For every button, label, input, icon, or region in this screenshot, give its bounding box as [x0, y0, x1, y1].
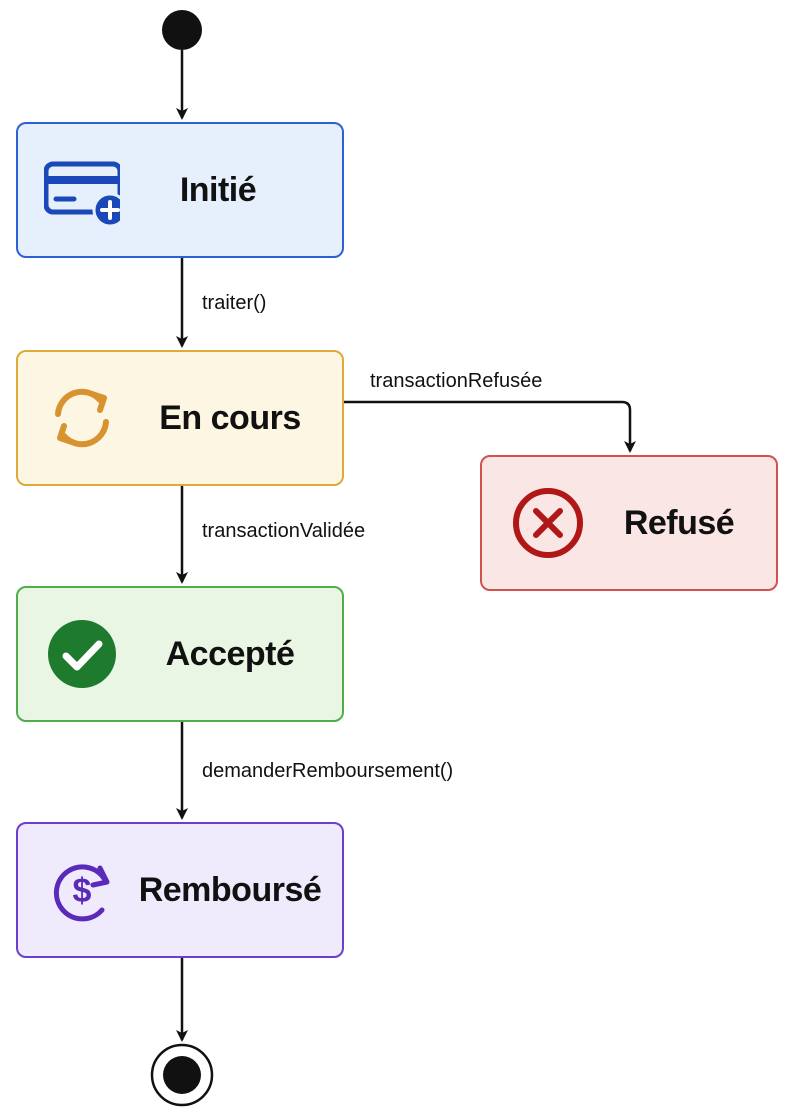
transition-label-validee: transactionValidée [202, 520, 366, 542]
arrow-en-cours-refuse [344, 400, 636, 453]
state-initie[interactable]: Initié [16, 122, 344, 258]
state-accepte[interactable]: Accepté [16, 586, 344, 722]
x-circle-icon [513, 488, 583, 558]
credit-card-plus-icon [44, 161, 120, 228]
final-node-core [163, 1056, 201, 1094]
state-initie-label: Initié [179, 170, 257, 209]
dollar-refresh-icon: $ [53, 864, 110, 922]
state-refuse-label: Refusé [623, 503, 735, 542]
transition-label-traiter: traiter() [202, 292, 267, 314]
state-en-cours[interactable]: En cours [16, 350, 344, 486]
transition-label-refusee: transactionRefusée [370, 370, 543, 392]
initial-node [162, 10, 202, 50]
sync-icon [55, 388, 109, 448]
state-refuse[interactable]: Refusé [480, 455, 778, 591]
transition-label-remboursement: demanderRemboursement() [202, 760, 454, 782]
svg-text:$: $ [73, 872, 92, 910]
state-rembourse[interactable]: $ Remboursé [16, 822, 344, 958]
state-en-cours-label: En cours [159, 398, 301, 437]
check-circle-icon [48, 620, 116, 688]
state-rembourse-label: Remboursé [138, 870, 322, 909]
state-accepte-label: Accepté [165, 634, 295, 673]
